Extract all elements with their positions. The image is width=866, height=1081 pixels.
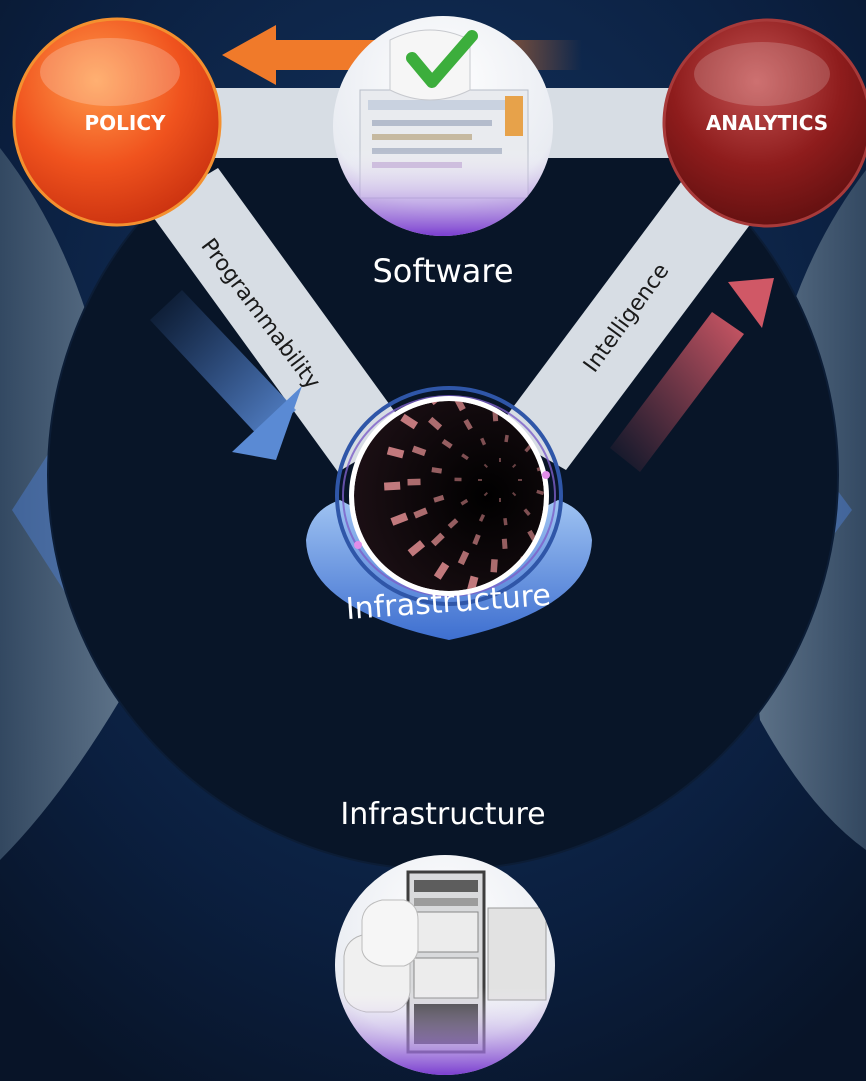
tunnel-streak bbox=[400, 413, 419, 430]
tunnel-streak bbox=[512, 492, 517, 497]
tunnel-streak bbox=[411, 445, 427, 457]
tunnel-streak bbox=[483, 463, 488, 468]
software-label: Software bbox=[372, 252, 513, 290]
tunnel-streak bbox=[536, 489, 544, 496]
tunnel-streak bbox=[407, 540, 426, 557]
tunnel-streak bbox=[428, 416, 443, 431]
tunnel-streak bbox=[407, 478, 421, 486]
policy-label: POLICY bbox=[84, 111, 166, 135]
tunnel-streak bbox=[453, 401, 466, 412]
tunnel-streak bbox=[512, 463, 517, 468]
tunnel-streak bbox=[524, 444, 532, 453]
tunnel-streak bbox=[433, 494, 445, 503]
right-diagonal-band bbox=[496, 170, 758, 470]
tunnel-streak bbox=[478, 479, 482, 481]
tunnel-streak bbox=[480, 437, 487, 446]
tunnel-streak bbox=[501, 538, 508, 549]
tunnel-streak bbox=[383, 481, 401, 491]
tunnel-streak bbox=[499, 458, 501, 462]
infrastructure-bottom-label: Infrastructure bbox=[340, 797, 545, 832]
software-node bbox=[333, 16, 553, 236]
tunnel-streak bbox=[504, 434, 509, 443]
tunnel-streak bbox=[460, 498, 469, 506]
tunnel-streak bbox=[433, 561, 450, 580]
left-diagonal-band bbox=[148, 168, 408, 472]
tunnel-streak bbox=[463, 418, 473, 431]
blue-arrow-icon bbox=[150, 290, 302, 460]
tunnel-streak bbox=[457, 550, 470, 566]
infrastructure-emblem: Infrastructure bbox=[306, 386, 592, 640]
analytics-label: ANALYTICS bbox=[706, 111, 828, 135]
analytics-node: ANALYTICS bbox=[662, 18, 866, 228]
tunnel-streak bbox=[503, 517, 508, 526]
tunnel-streak bbox=[472, 533, 481, 546]
tunnel-streak bbox=[441, 438, 453, 449]
tunnel-streak bbox=[430, 532, 445, 547]
tunnel-streak bbox=[390, 512, 409, 526]
tunnel-streak bbox=[447, 518, 459, 529]
tunnel-streak bbox=[518, 479, 522, 481]
tunnel-streak bbox=[431, 467, 443, 474]
tunnel-streak bbox=[499, 498, 501, 502]
tunnel-streak bbox=[386, 446, 405, 459]
tunnel-streak bbox=[523, 508, 531, 516]
tunnel-streak bbox=[461, 453, 469, 461]
tunnel-streak bbox=[490, 559, 498, 573]
tunnel-streak bbox=[454, 477, 462, 482]
policy-node: POLICY bbox=[12, 17, 222, 227]
hardware-node bbox=[335, 855, 555, 1075]
tunnel-streak bbox=[483, 492, 488, 497]
red-arrow-icon bbox=[610, 278, 774, 472]
tunnel-streak bbox=[413, 507, 428, 519]
tunnel-streak bbox=[478, 514, 486, 522]
